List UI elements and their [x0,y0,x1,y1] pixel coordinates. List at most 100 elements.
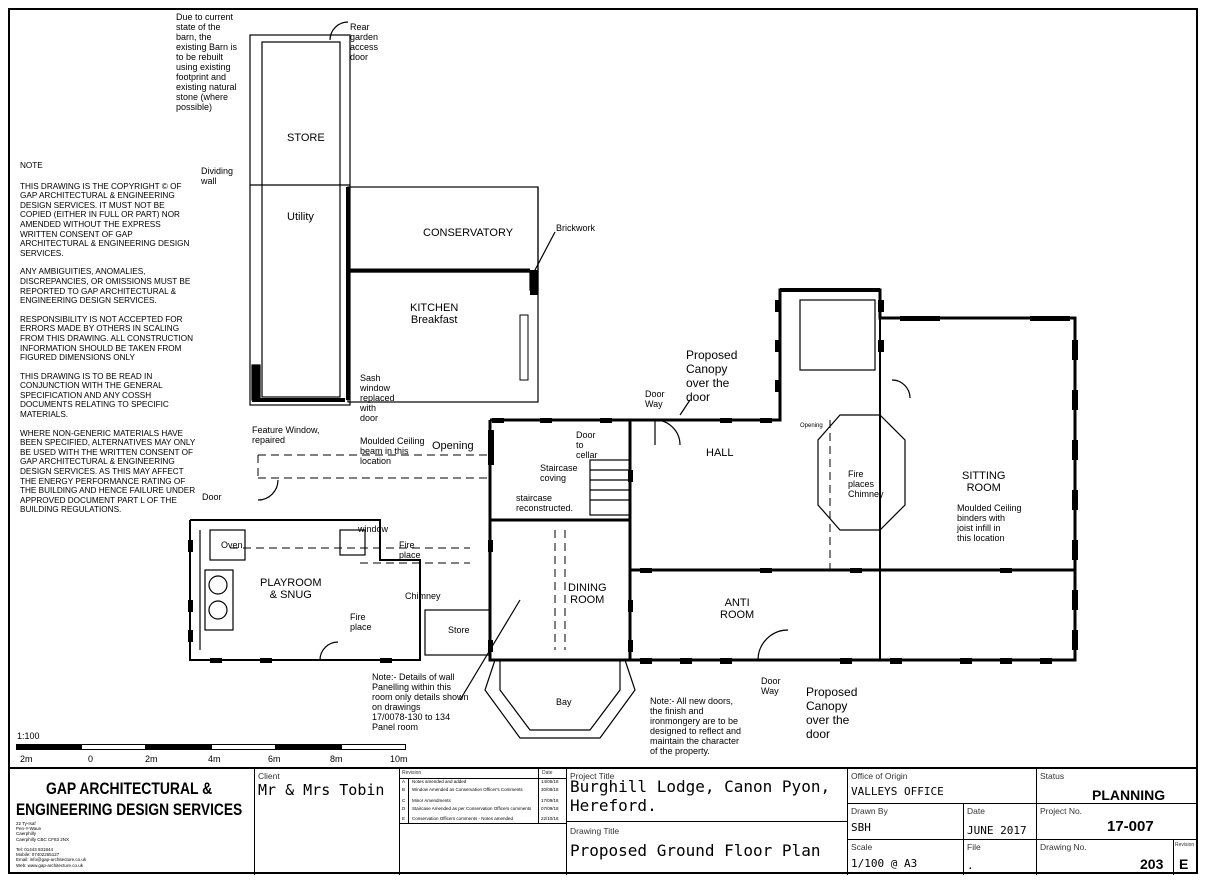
client-caption: Client [258,771,280,781]
revision-row: A Notes amended and added 14/05/18 [402,779,559,784]
dining-room-label: DINING ROOM [568,582,607,606]
scale-ratio: 1:100 [17,731,40,741]
office-cell: Office of Origin VALLEYS OFFICE Drawn By… [848,769,1037,875]
project-title-caption: Project Title [570,771,615,781]
client-name: Mr & Mrs Tobin [258,781,385,799]
moulded-binders-label: Moulded Ceiling binders with joist infil… [957,503,1022,543]
moulded-beam-label: Moulded Ceiling beam in this location [360,436,425,466]
scale-bar [16,744,406,752]
project-number-value: 17-007 [1107,818,1154,835]
drawing-title-caption: Drawing Title [570,826,620,836]
note-specification: THIS DRAWING IS TO BE READ IN CONJUNCTIO… [20,371,169,420]
title-block: GAP ARCHITECTURAL & ENGINEERING DESIGN S… [10,767,1197,875]
store-label: STORE [287,132,325,144]
company-name-line2: ENGINEERING DESIGN SERVICES [16,800,243,819]
barn-note: Due to current state of the barn, the ex… [176,12,238,112]
note-copyright: THIS DRAWING IS THE COPYRIGHT © OF GAP A… [20,181,190,258]
status-caption: Status [1040,771,1065,781]
file-value: . [967,859,974,872]
canopy-label-bottom: Proposed Canopy over the door [806,685,858,741]
status-cell: Status PLANNING Project No. 17-007 Drawi… [1037,769,1197,875]
office-value: VALLEYS OFFICE [851,785,944,798]
revision-row: B Window Amended as Conservation Officer… [402,787,559,792]
company-contact: 22 Ty-Isaf Pen-Y-Waun Caerphilly Caerphi… [16,821,87,868]
stair-top [799,299,876,371]
revision-number-caption: Revision [1175,842,1195,848]
drawing-notes: NOTE THIS DRAWING IS THE COPYRIGHT © OF … [20,161,198,524]
revision-number-value: E [1179,856,1189,872]
scale-tick: 2m [145,754,158,764]
kitchen-outline [347,271,539,403]
anti-room-label: ANTI ROOM [720,597,755,621]
fire-place-label-1: Fire place [399,540,421,560]
scale-tick: 4m [208,754,221,764]
barn-inner [261,41,341,398]
revision-date-caption: Date [542,770,553,776]
barn-hatched-wall [251,364,261,401]
project-number-caption: Project No. [1040,806,1083,816]
oven-box [209,529,246,561]
cellar-door-label: Door to cellar [576,430,598,460]
drawing-number-value: 203 [1140,856,1164,872]
drawing-border [8,8,1198,874]
revision-row: C Minor Amendments 17/09/18 [402,798,559,803]
store-box [424,609,491,656]
scale-tick: 0 [88,754,94,764]
date-caption: Date [967,806,985,816]
playroom-outline [189,519,421,661]
door-way-label-top: Door Way [645,389,665,409]
sash-window-label: Sash window replaced with door [360,373,395,423]
note-ambiguities: ANY AMBIGUITIES, ANOMALIES, DISCREPANCIE… [20,267,191,306]
panelling-note: Note:- Details of wall Panelling within … [372,672,469,732]
company-cell: GAP ARCHITECTURAL & ENGINEERING DESIGN S… [10,769,255,875]
playroom-chimney [339,529,366,556]
staircase [589,459,631,516]
client-cell: Client Mr & Mrs Tobin [255,769,400,875]
drawn-by-caption: Drawn By [851,806,888,816]
conservatory-label: CONSERVATORY [423,227,514,239]
revision-caption: Revision [402,770,422,776]
playroom-label: PLAYROOM & SNUG [260,577,322,601]
opening-label-1: Opening [432,440,474,452]
bay-label: Bay [556,697,572,707]
revision-row: E Conservation Officers comments - Notes… [402,816,559,821]
fireplace-chimney-label: Fire places Chimney [848,469,884,499]
scale-tick: 6m [268,754,281,764]
door-way-label-bottom: Door Way [761,676,781,696]
feature-window-label: Feature Window, repaired [252,425,320,445]
staircase-coving-label: Staircase coving [540,463,578,483]
file-caption: File [967,842,981,852]
note-materials: WHERE NON-GENERIC MATERIALS HAVE BEEN SP… [20,428,196,515]
project-title: Burghill Lodge, Canon Pyon, Hereford. [570,777,831,815]
drawing-title: Proposed Ground Floor Plan [570,841,821,860]
store-label-bottom: Store [448,625,470,635]
scale-tick: 2m [20,754,33,764]
window-label: window [358,524,389,534]
scale-value: 1/100 @ A3 [851,857,918,870]
fire-place-label-2: Fire place [350,612,372,632]
chimney-label: Chimney [405,591,441,601]
range-unit [204,569,234,631]
notes-heading: NOTE [20,161,43,170]
canopy-label-top: Proposed Canopy over the door [686,348,738,404]
project-cell: Project Title Burghill Lodge, Canon Pyon… [567,769,848,875]
doors-note: Note:- All new doors, the finish and iro… [650,696,742,756]
sitting-room-label: SITTING ROOM [962,470,1006,494]
drawn-by-value: SBH [851,821,871,834]
company-name-line1: GAP ARCHITECTURAL & [46,779,213,798]
hall-label: HALL [706,447,734,459]
rear-door-label: Rear garden access door [350,22,379,62]
revision-table: Revision Date A Notes amended and added … [400,769,567,875]
scale-caption: Scale [851,842,873,852]
fireplace-chimney [817,414,906,531]
note-responsibility: RESPONSIBILITY IS NOT ACCEPTED FOR ERROR… [20,314,194,363]
status-value: PLANNING [1092,787,1166,803]
date-value: JUNE 2017 [967,824,1027,837]
brickwork-label: Brickwork [556,223,596,233]
staircase-reconstructed-label: staircase reconstructed. [516,493,574,513]
drawing-number-caption: Drawing No. [1040,842,1087,852]
bay-window [499,659,621,731]
revision-row: D Staircase Amended as per Conservation … [402,806,559,811]
kitchen-label: KITCHEN Breakfast [410,302,459,326]
